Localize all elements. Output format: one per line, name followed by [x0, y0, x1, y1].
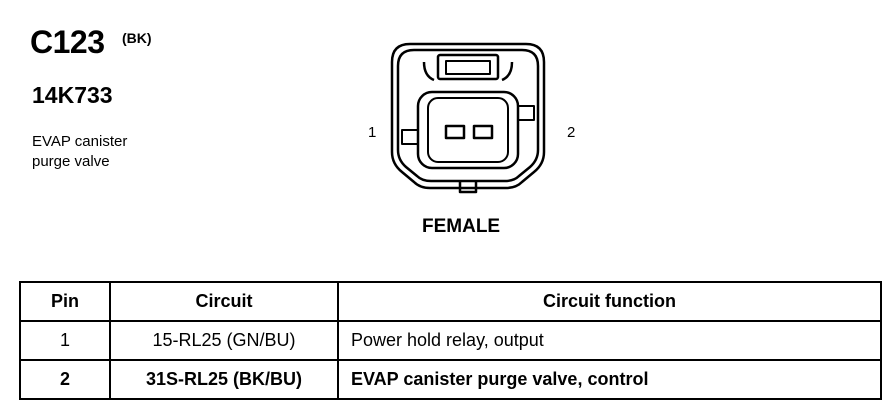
cell-circuit: 15-RL25 (GN/BU): [109, 320, 339, 361]
table-row: 2 31S-RL25 (BK/BU) EVAP canister purge v…: [19, 359, 882, 400]
connector-color: (BK): [122, 30, 152, 46]
terminal-housing: [416, 90, 520, 170]
connector-key: [458, 181, 478, 194]
connector-inner-shell: [396, 48, 540, 183]
component-description: EVAP canister purge valve: [32, 132, 127, 172]
table-header-row: Pin Circuit Circuit function: [19, 281, 882, 322]
description-line-1: EVAP canister: [32, 133, 128, 150]
header-circuit: Circuit: [109, 281, 339, 322]
pin-2-label: 2: [567, 124, 576, 141]
cell-circuit: 31S-RL25 (BK/BU): [109, 359, 339, 400]
connector-latch: [436, 53, 500, 81]
connector-id: C123: [30, 24, 105, 60]
connector-outer-shell: [390, 42, 546, 190]
connector-gender-label: FEMALE: [422, 216, 501, 237]
connector-face-diagram: [390, 42, 546, 194]
header-circuit-function: Circuit function: [337, 281, 882, 322]
cell-pin: 2: [19, 359, 111, 400]
terminal-cavity-1: [444, 124, 466, 140]
pinout-table: Pin Circuit Circuit function 1 15-RL25 (…: [19, 281, 882, 400]
cell-pin: 1: [19, 320, 111, 361]
table-row: 1 15-RL25 (GN/BU) Power hold relay, outp…: [19, 320, 882, 361]
description-line-2: purge valve: [32, 153, 110, 170]
part-number: 14K733: [32, 82, 113, 108]
cell-circuit-function: EVAP canister purge valve, control: [337, 359, 882, 400]
pin-1-label: 1: [368, 124, 377, 141]
cell-circuit-function: Power hold relay, output: [337, 320, 882, 361]
header-pin: Pin: [19, 281, 111, 322]
terminal-cavity-2: [472, 124, 494, 140]
